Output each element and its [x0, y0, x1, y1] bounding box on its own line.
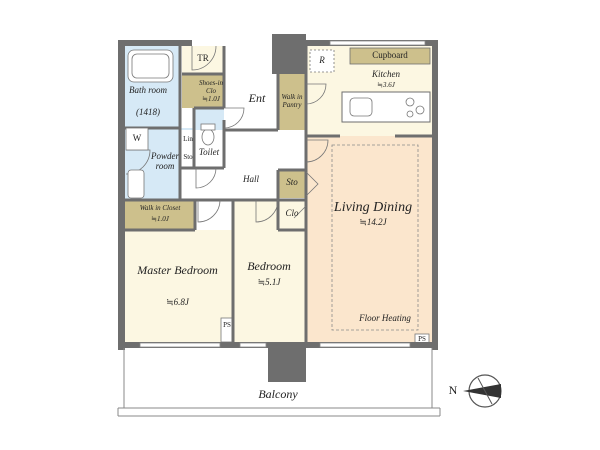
stove-burner-1: [405, 97, 415, 107]
balcony-outline: [117, 348, 441, 417]
door-gap-top: [192, 40, 272, 46]
label-bathroom: Bath room: [129, 85, 167, 95]
label-powder-room: Powder room: [151, 151, 179, 171]
walk-in-closet-area: [125, 200, 195, 230]
label-closet: Clo: [285, 208, 299, 218]
door-pantry: [305, 83, 327, 105]
wall-right: [432, 40, 438, 350]
label-tr: TR: [197, 53, 209, 63]
label-kitchen: Kitchen: [372, 69, 400, 79]
door-entrance: [191, 45, 217, 71]
washer-box: [125, 127, 149, 151]
walk-in-pantry-area: [278, 74, 306, 130]
vanity: [127, 169, 145, 199]
label-washer: W: [132, 133, 142, 143]
wall-left: [118, 40, 125, 350]
tr-area: [182, 46, 224, 74]
stove-burner-3: [406, 110, 414, 118]
window-living: [319, 342, 411, 348]
window-bedroom: [239, 342, 267, 348]
column-top: [272, 34, 306, 74]
label-fridge: R: [319, 55, 325, 65]
door-master: [197, 199, 221, 223]
cupboard-box: [349, 47, 431, 65]
toilet-bowl: [201, 128, 215, 146]
door-swings: [125, 45, 329, 223]
label-storage: Sto: [286, 177, 298, 187]
door-living: [305, 139, 329, 163]
door-toilet: [195, 167, 217, 189]
shoes-closet-area: [182, 74, 224, 108]
label-master-bedroom-area: ≒6.8J: [166, 297, 189, 307]
toilet-tank: [200, 123, 216, 131]
label-floor-heating: Floor Heating: [359, 313, 411, 323]
label-kitchen-area: ≒3.6J: [377, 81, 395, 89]
label-ps-left: PS: [223, 321, 231, 329]
kitchen-sink: [349, 97, 373, 117]
label-ps-right: PS: [418, 335, 426, 343]
living-dining-area: [306, 136, 432, 342]
door-hall: [223, 107, 245, 129]
label-walk-in-closet: Walk in Closet: [139, 204, 181, 212]
master-bedroom-area: [125, 230, 233, 342]
label-balcony: Balcony: [258, 387, 298, 401]
label-storage-small: Sto: [183, 153, 193, 161]
label-entrance: Ent: [248, 91, 266, 105]
floor-heating-zone: [331, 144, 419, 331]
column-bottom: [268, 342, 306, 382]
label-shoes-closet-area: ≒1.0J: [202, 95, 220, 103]
fixtures: [125, 47, 431, 331]
bedroom-area: [233, 200, 306, 342]
label-bathroom-size: (1418): [136, 107, 160, 117]
window-kitchen: [329, 40, 426, 46]
exterior-walls: [118, 34, 438, 382]
door-bedroom: [255, 199, 279, 223]
bathtub-inner: [131, 53, 170, 79]
door-closet: [293, 205, 307, 219]
stove-burner-2: [415, 105, 425, 115]
label-walk-in-pantry: Walk in Pantry: [281, 93, 303, 109]
label-walk-in-closet-area: ≒1.0J: [151, 215, 169, 223]
label-living-dining: Living Dining: [333, 200, 413, 215]
compass-icon: [463, 374, 502, 408]
label-bedroom: Bedroom: [247, 259, 291, 273]
wall-top-left: [118, 40, 192, 46]
label-cupboard: Cupboard: [372, 50, 408, 60]
entrance-area: [224, 74, 278, 130]
fridge-box: [309, 49, 335, 73]
door-sto: [305, 171, 319, 197]
label-toilet: Toilet: [198, 147, 220, 157]
room-fills: [125, 46, 432, 347]
windows: [139, 40, 426, 348]
storage-area: [278, 170, 306, 198]
interior-walls: [125, 46, 432, 342]
window-master: [139, 342, 221, 348]
label-bedroom-area: ≒5.1J: [257, 277, 281, 287]
label-master-bedroom: Master Bedroom: [137, 263, 218, 277]
compass-label: N: [448, 383, 458, 397]
label-shoes-closet: Shoes-in Clo: [198, 79, 224, 95]
label-living-dining-area: ≒14.2J: [359, 217, 387, 227]
label-hall: Hall: [242, 174, 259, 184]
label-linen: Lin: [183, 135, 193, 143]
